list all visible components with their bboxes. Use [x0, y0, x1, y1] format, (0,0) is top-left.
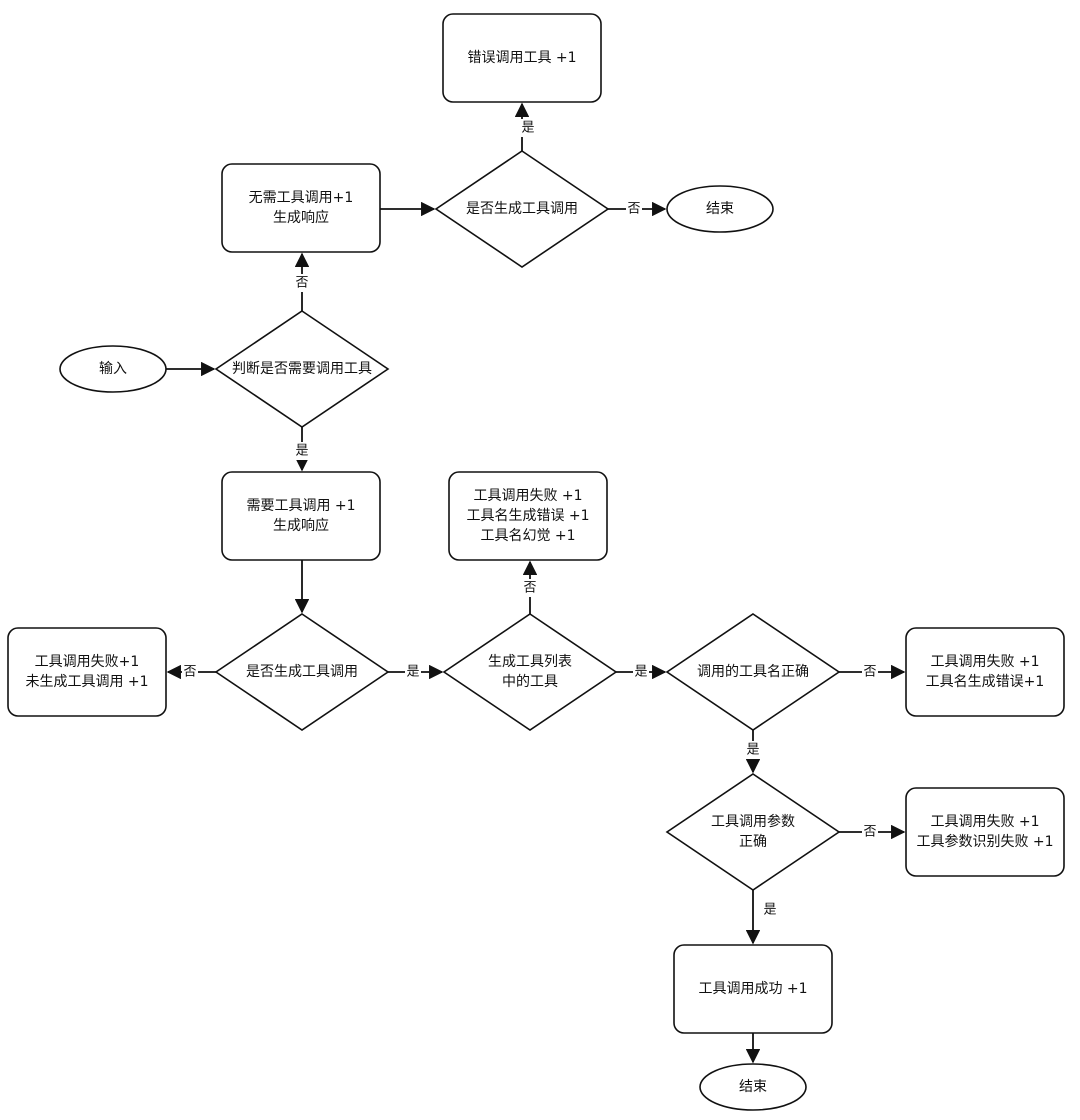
- edge-label-no: 否: [862, 663, 878, 681]
- node-fail-name: 工具调用失败 +1 工具名生成错误+1: [905, 627, 1065, 717]
- process-box: [905, 627, 1065, 717]
- node-label: 需要工具调用 +1: [246, 498, 355, 514]
- decision-diamond: [442, 613, 618, 731]
- terminator-ellipse: [59, 345, 167, 393]
- svg-text:是: 是: [406, 665, 419, 680]
- edge-label-yes: 是: [405, 663, 421, 681]
- process-box: [448, 471, 608, 561]
- decision-diamond: [214, 310, 390, 428]
- node-label: 是否生成工具调用: [246, 664, 358, 680]
- node-fail-param: 工具调用失败 +1 工具参数识别失败 +1: [905, 787, 1065, 877]
- node-label: 未生成工具调用 +1: [25, 674, 148, 690]
- terminator-ellipse: [666, 185, 774, 233]
- node-label: 工具名幻觉 +1: [480, 528, 575, 544]
- node-end-bottom: 结束: [699, 1063, 807, 1111]
- edge-label-no: 否: [182, 663, 198, 681]
- svg-text:是: 是: [746, 743, 759, 758]
- node-decide-need: 判断是否需要调用工具: [214, 310, 390, 428]
- decision-diamond: [665, 773, 841, 891]
- node-wrong-call: 错误调用工具 +1: [442, 13, 602, 103]
- svg-text:是: 是: [295, 444, 308, 459]
- svg-text:是: 是: [521, 121, 534, 136]
- process-box: [673, 944, 833, 1034]
- edge-label-yes: 是: [294, 442, 310, 460]
- node-label: 工具调用成功 +1: [698, 981, 807, 997]
- node-label: 结束: [739, 1079, 767, 1095]
- node-label: 判断是否需要调用工具: [232, 361, 372, 377]
- edge-label-yes: 是: [762, 901, 778, 919]
- process-box: [7, 627, 167, 717]
- node-input: 输入: [59, 345, 167, 393]
- edge-label-no: 否: [294, 274, 310, 292]
- svg-text:否: 否: [523, 581, 536, 596]
- svg-text:是: 是: [634, 665, 647, 680]
- node-label: 正确: [739, 834, 767, 850]
- node-label: 生成工具列表: [488, 654, 572, 670]
- node-label: 结束: [706, 201, 734, 217]
- svg-text:否: 否: [295, 276, 308, 291]
- node-label: 工具调用参数: [711, 813, 795, 830]
- edge-label-yes: 是: [520, 119, 536, 137]
- process-box: [221, 471, 381, 561]
- node-label: 调用的工具名正确: [697, 664, 809, 680]
- edge-label-no: 否: [626, 200, 642, 218]
- node-label: 无需工具调用+1: [249, 190, 354, 206]
- node-need: 需要工具调用 +1 生成响应: [221, 471, 381, 561]
- edge-label-yes: 是: [633, 663, 649, 681]
- node-label: 工具名生成错误+1: [926, 674, 1045, 690]
- node-fail-no-call: 工具调用失败+1 未生成工具调用 +1: [7, 627, 167, 717]
- node-label: 工具名生成错误 +1: [466, 508, 589, 524]
- node-gen-call-mid: 是否生成工具调用: [214, 613, 390, 731]
- edge-label-no: 否: [522, 579, 538, 597]
- svg-text:是: 是: [763, 903, 776, 918]
- decision-diamond: [214, 613, 390, 731]
- process-box: [905, 787, 1065, 877]
- process-box: [221, 163, 381, 253]
- node-label: 生成响应: [273, 517, 329, 534]
- svg-text:否: 否: [863, 665, 876, 680]
- node-no-need: 无需工具调用+1 生成响应: [221, 163, 381, 253]
- terminator-ellipse: [699, 1063, 807, 1111]
- svg-text:否: 否: [863, 825, 876, 840]
- node-label: 输入: [99, 361, 127, 377]
- node-name-ok: 调用的工具名正确: [665, 613, 841, 731]
- svg-text:否: 否: [183, 665, 196, 680]
- node-label: 工具调用失败 +1: [473, 488, 582, 504]
- node-label: 是否生成工具调用: [466, 201, 578, 217]
- svg-text:否: 否: [627, 202, 640, 217]
- edge-label-yes: 是: [745, 741, 761, 759]
- decision-diamond: [434, 150, 610, 268]
- node-end-top: 结束: [666, 185, 774, 233]
- node-gen-call-top: 是否生成工具调用: [434, 150, 610, 268]
- node-label: 工具参数识别失败 +1: [916, 833, 1053, 850]
- node-success: 工具调用成功 +1: [673, 944, 833, 1034]
- process-box: [442, 13, 602, 103]
- node-fail-halluc: 工具调用失败 +1 工具名生成错误 +1 工具名幻觉 +1: [448, 471, 608, 561]
- node-label: 错误调用工具 +1: [467, 50, 576, 66]
- node-label: 中的工具: [502, 674, 558, 690]
- node-label: 工具调用失败 +1: [930, 814, 1039, 830]
- edge-label-no: 否: [862, 823, 878, 841]
- node-label: 工具调用失败+1: [35, 654, 140, 670]
- node-label: 生成响应: [273, 209, 329, 226]
- node-label: 工具调用失败 +1: [930, 654, 1039, 670]
- decision-diamond: [665, 613, 841, 731]
